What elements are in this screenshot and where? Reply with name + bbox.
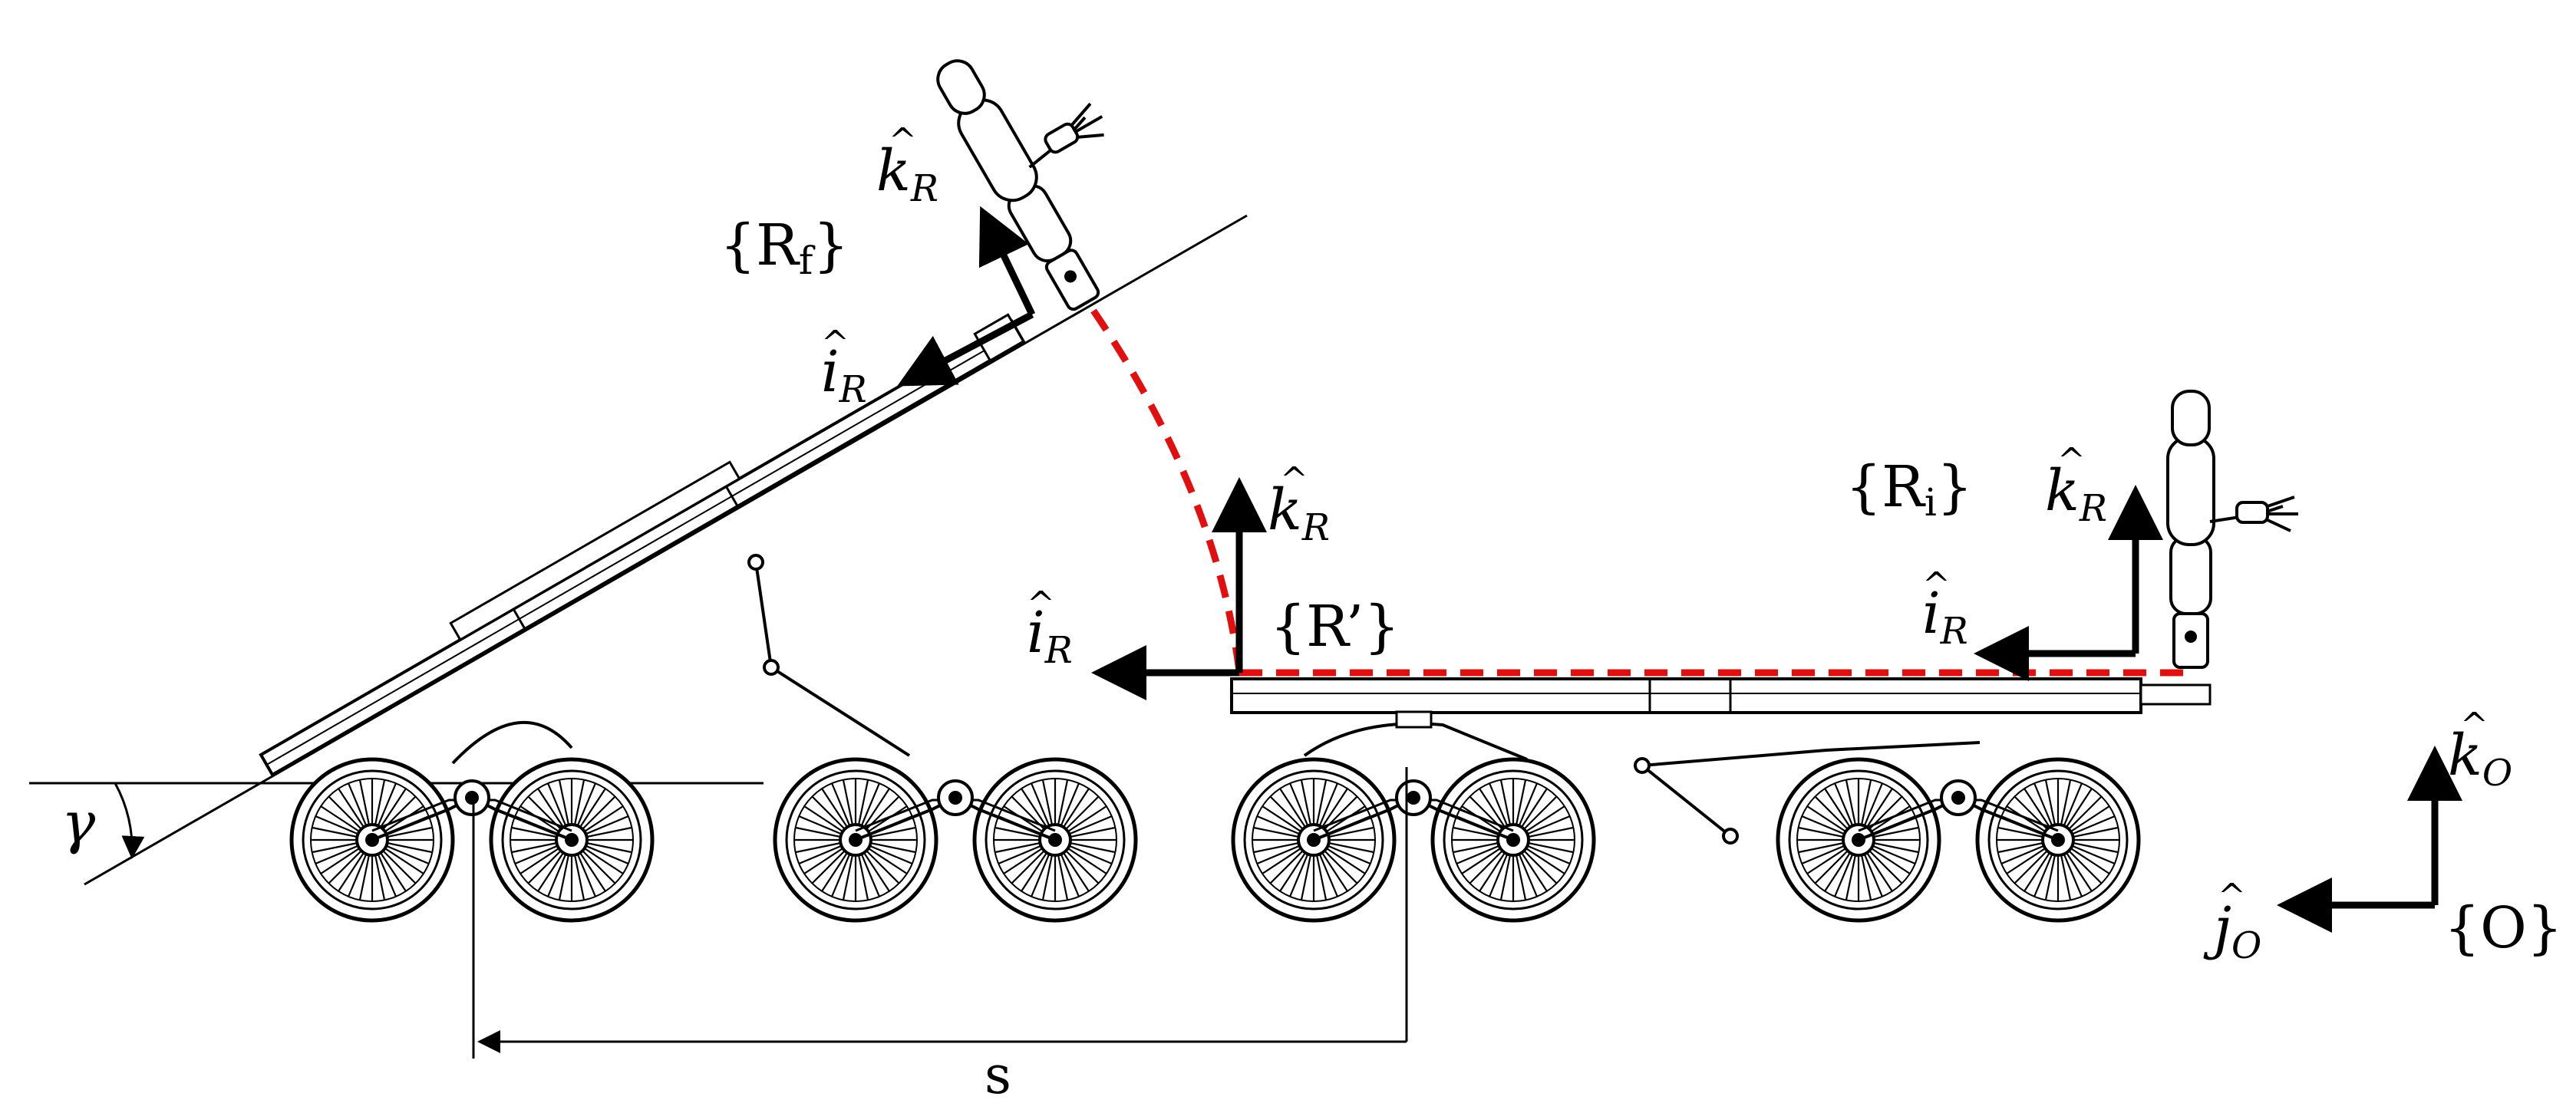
- frame-o-label: {O}: [2444, 895, 2563, 961]
- robot-arm-initial: [2166, 390, 2300, 669]
- frame-ri-label: {Ri}: [1845, 454, 1973, 525]
- bogie-left-2: [775, 759, 1136, 920]
- bogie-right-2: [1778, 759, 2139, 920]
- frame-ri-i-hat: ^: [1922, 565, 1951, 604]
- frame-rf-axes: [897, 206, 1036, 387]
- frame-rf-label: {Rf}: [720, 212, 849, 283]
- robot-arm-final: [926, 8, 1181, 316]
- frame-ri-k-label: kR: [2045, 458, 2107, 530]
- frame-rprime-label: {R’}: [1270, 594, 1400, 660]
- flat-robot: [1230, 390, 2300, 920]
- frame-rprime-i-label: iR: [1027, 600, 1073, 672]
- frame-rf-i-hat: ^: [821, 324, 849, 363]
- gamma-angle-arc: [114, 782, 145, 859]
- bogie-left-1: [292, 759, 652, 920]
- bogie-right-1: [1233, 759, 1594, 920]
- frame-rprime-axes: [1091, 477, 1267, 700]
- frame-o-k-hat: ^: [2460, 706, 2489, 745]
- dimension-s: [472, 767, 1408, 1059]
- frame-rf-i-label: iR: [821, 339, 867, 411]
- trajectory-arc: [1090, 308, 1243, 672]
- frame-ri-axes: [1974, 485, 2163, 681]
- frame-rprime-k-hat: ^: [1280, 460, 1308, 499]
- dimension-s-label: s: [985, 1045, 1011, 1106]
- frame-rprime-k-label: kR: [1268, 477, 1330, 549]
- gamma-label: γ: [61, 790, 96, 856]
- frame-rprime-i-hat: ^: [1027, 584, 1055, 624]
- frame-o-axes: [2277, 746, 2462, 933]
- frame-o-j-label: jO: [2203, 895, 2261, 967]
- lift-linkage: [754, 561, 911, 757]
- frame-rf-k-hat: ^: [889, 121, 917, 160]
- frame-o-k-label: kO: [2448, 723, 2512, 795]
- frame-ri-k-hat: ^: [2057, 441, 2086, 480]
- frame-rf-k-label: kR: [876, 138, 938, 210]
- tilted-robot: [29, 8, 1248, 920]
- frame-o-j-hat: ^: [2218, 877, 2246, 916]
- frame-ri-i-label: iR: [1922, 581, 1968, 653]
